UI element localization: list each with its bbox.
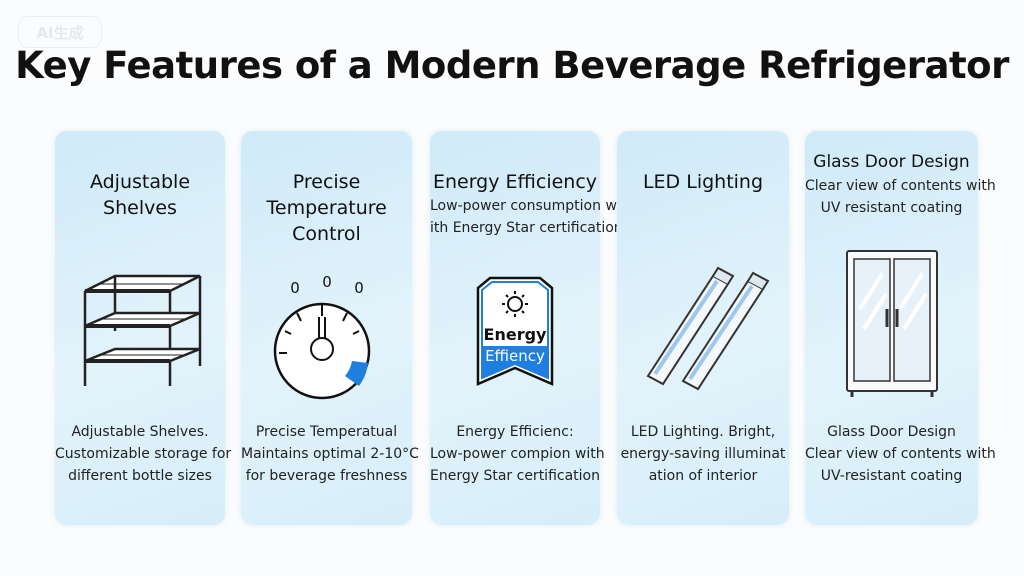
card-subheading: Clear view of contents with: [805, 178, 996, 194]
shelf-icon: [55, 271, 225, 391]
badge-text: Energy: [484, 325, 548, 344]
desc-line: for beverage freshness: [245, 468, 408, 484]
dial-mark: 0: [290, 279, 300, 297]
desc-line: Customizable storage for: [55, 446, 232, 462]
desc-line: Energy Star certification: [430, 468, 600, 484]
energy-badge-icon: Energy Effiency: [430, 276, 600, 391]
badge-text: Effiency: [485, 347, 545, 365]
glass-door-icon: [805, 249, 978, 399]
card-subheading: ith Energy Star certification: [430, 220, 623, 236]
desc-line: ation of interior: [648, 468, 758, 484]
card-description: Glass Door Design Clear view of contents…: [805, 421, 996, 487]
card-heading: LED Lighting: [642, 171, 764, 193]
card-heading: Precise Temperature Control: [266, 171, 387, 245]
feature-card-adjustable-shelves: Adjustable Shelves Adjustable Shelves. C…: [55, 131, 232, 525]
desc-line: LED Lighting. Bright,: [630, 424, 776, 440]
desc-line: Energy Efficienc:: [456, 424, 574, 440]
card-subheading: UV resistant coating: [820, 200, 963, 216]
desc-line: Maintains optimal 2-10°C: [241, 446, 419, 462]
thermostat-dial-icon: 0 0 0: [241, 271, 412, 401]
card-description: Adjustable Shelves. Customizable storage…: [55, 421, 232, 487]
page-title: Key Features of a Modern Beverage Refrig…: [15, 44, 1009, 87]
feature-card-energy-efficiency: Energy Efficiency Low-power consumption …: [430, 131, 623, 525]
desc-line: UV-resistant coating: [820, 468, 963, 484]
card-heading: Energy Efficiency Low-power consumption …: [430, 169, 623, 239]
watermark: AI生成: [18, 16, 102, 48]
desc-line: different bottle sizes: [68, 468, 212, 484]
card-heading: Adjustable Shelves: [89, 171, 191, 219]
dial-mark: 0: [322, 273, 332, 291]
dial-mark: 0: [354, 279, 364, 297]
desc-line: Precise Temperatual: [255, 424, 398, 440]
desc-line: Clear view of contents with: [805, 446, 996, 462]
desc-line: energy-saving illuminat: [620, 446, 786, 462]
card-title: Energy Efficiency: [432, 171, 598, 193]
card-description: Energy Efficienc: Low-power compion with…: [430, 421, 605, 487]
desc-line: Glass Door Design: [827, 424, 956, 440]
desc-line: Adjustable Shelves.: [71, 424, 209, 440]
feature-card-led-lighting: LED Lighting LED Lighting. Bright, energ…: [617, 131, 789, 525]
card-description: Precise Temperatual Maintains optimal 2-…: [241, 421, 419, 487]
card-heading: Glass Door Design Clear view of contents…: [805, 149, 996, 219]
card-description: LED Lighting. Bright, energy-saving illu…: [617, 421, 789, 487]
card-subheading: Low-power consumption wi: [430, 198, 621, 214]
feature-card-glass-door: Glass Door Design Clear view of contents…: [805, 131, 996, 525]
led-tube-icon: [617, 256, 789, 396]
card-title: Glass Door Design: [813, 152, 970, 172]
feature-card-temperature-control: Precise Temperature Control 0 0 0 Precis…: [241, 131, 419, 525]
desc-line: Low-power compion with: [430, 446, 605, 462]
